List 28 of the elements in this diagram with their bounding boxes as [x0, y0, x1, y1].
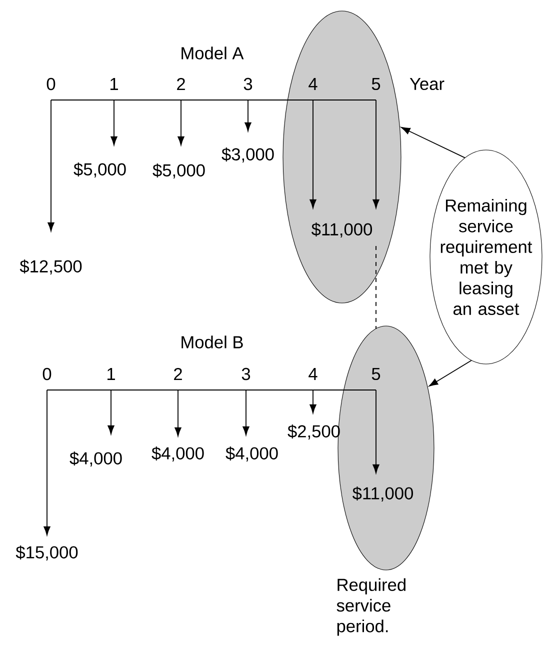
axis-label: 3 — [242, 368, 250, 380]
highlight-ellipse — [282, 10, 402, 304]
axis-label: Model A — [182, 46, 244, 60]
axis-label: 5 — [372, 78, 380, 90]
axis-label: $5,000 — [152, 163, 205, 179]
axis-label: $15,000 — [16, 545, 78, 561]
axis-label: 4 — [308, 368, 318, 380]
node-caption: Required service period. — [336, 578, 406, 636]
axis-label: 0 — [42, 368, 52, 380]
axis-label: 3 — [244, 78, 252, 90]
axis-label: $4,000 — [226, 446, 278, 462]
axis-label: 2 — [174, 368, 182, 380]
axis-label: 0 — [46, 78, 56, 90]
axis-label: 2 — [177, 78, 185, 90]
axis-label: Model B — [182, 336, 243, 348]
axis-label: 5 — [372, 368, 380, 380]
axis-label: 1 — [110, 78, 118, 90]
connector — [401, 127, 466, 158]
axis-label: $12,500 — [20, 259, 82, 275]
axis-label: $4,000 — [152, 446, 204, 462]
axis-label: $5,000 — [74, 162, 126, 178]
service-callout: Remaining service requirement met by leasing an asset — [430, 150, 542, 364]
axis-label: $4,000 — [70, 451, 122, 467]
axis-label: 4 — [308, 78, 318, 90]
axis-label: $11,000 — [352, 486, 413, 502]
axis-label: 1 — [108, 368, 115, 380]
connector — [428, 360, 472, 386]
axis-label: $11,000 — [312, 222, 372, 238]
